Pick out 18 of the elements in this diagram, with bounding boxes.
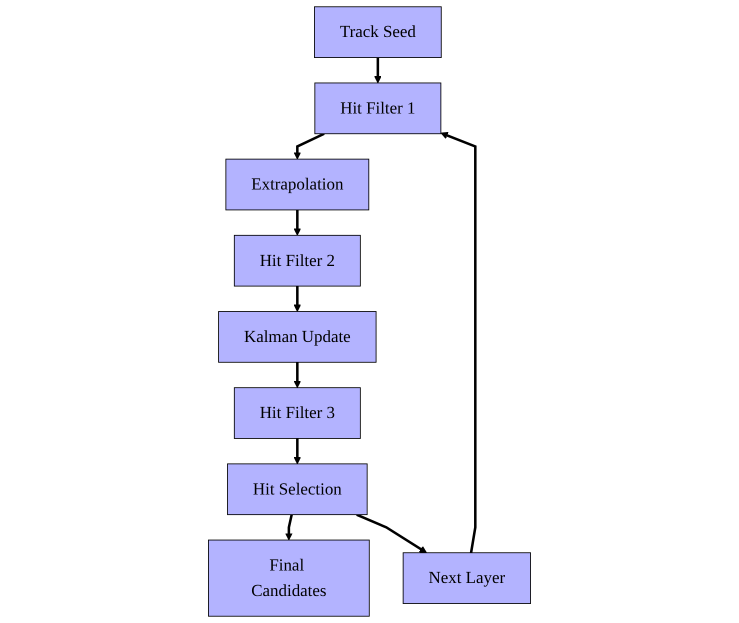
arrow <box>294 286 302 312</box>
node-box: Hit Filter 1 <box>314 82 442 134</box>
node-box: Hit Filter 3 <box>234 387 361 439</box>
node-box: Final Candidates <box>208 540 370 617</box>
node-box: Next Layer <box>402 552 531 604</box>
node-box: Hit Selection <box>227 463 368 516</box>
arrow <box>440 132 477 553</box>
node-box: Extrapolation <box>225 158 370 210</box>
node-box: Track Seed <box>314 6 442 58</box>
arrow <box>374 58 382 84</box>
node-box: Hit Filter 2 <box>234 234 361 287</box>
arrow <box>294 132 325 160</box>
node-box: Kalman Update <box>218 311 376 363</box>
arrow <box>294 438 302 464</box>
arrow <box>294 362 302 388</box>
arrow <box>285 514 293 540</box>
arrow <box>294 210 302 236</box>
arrow <box>356 513 427 554</box>
